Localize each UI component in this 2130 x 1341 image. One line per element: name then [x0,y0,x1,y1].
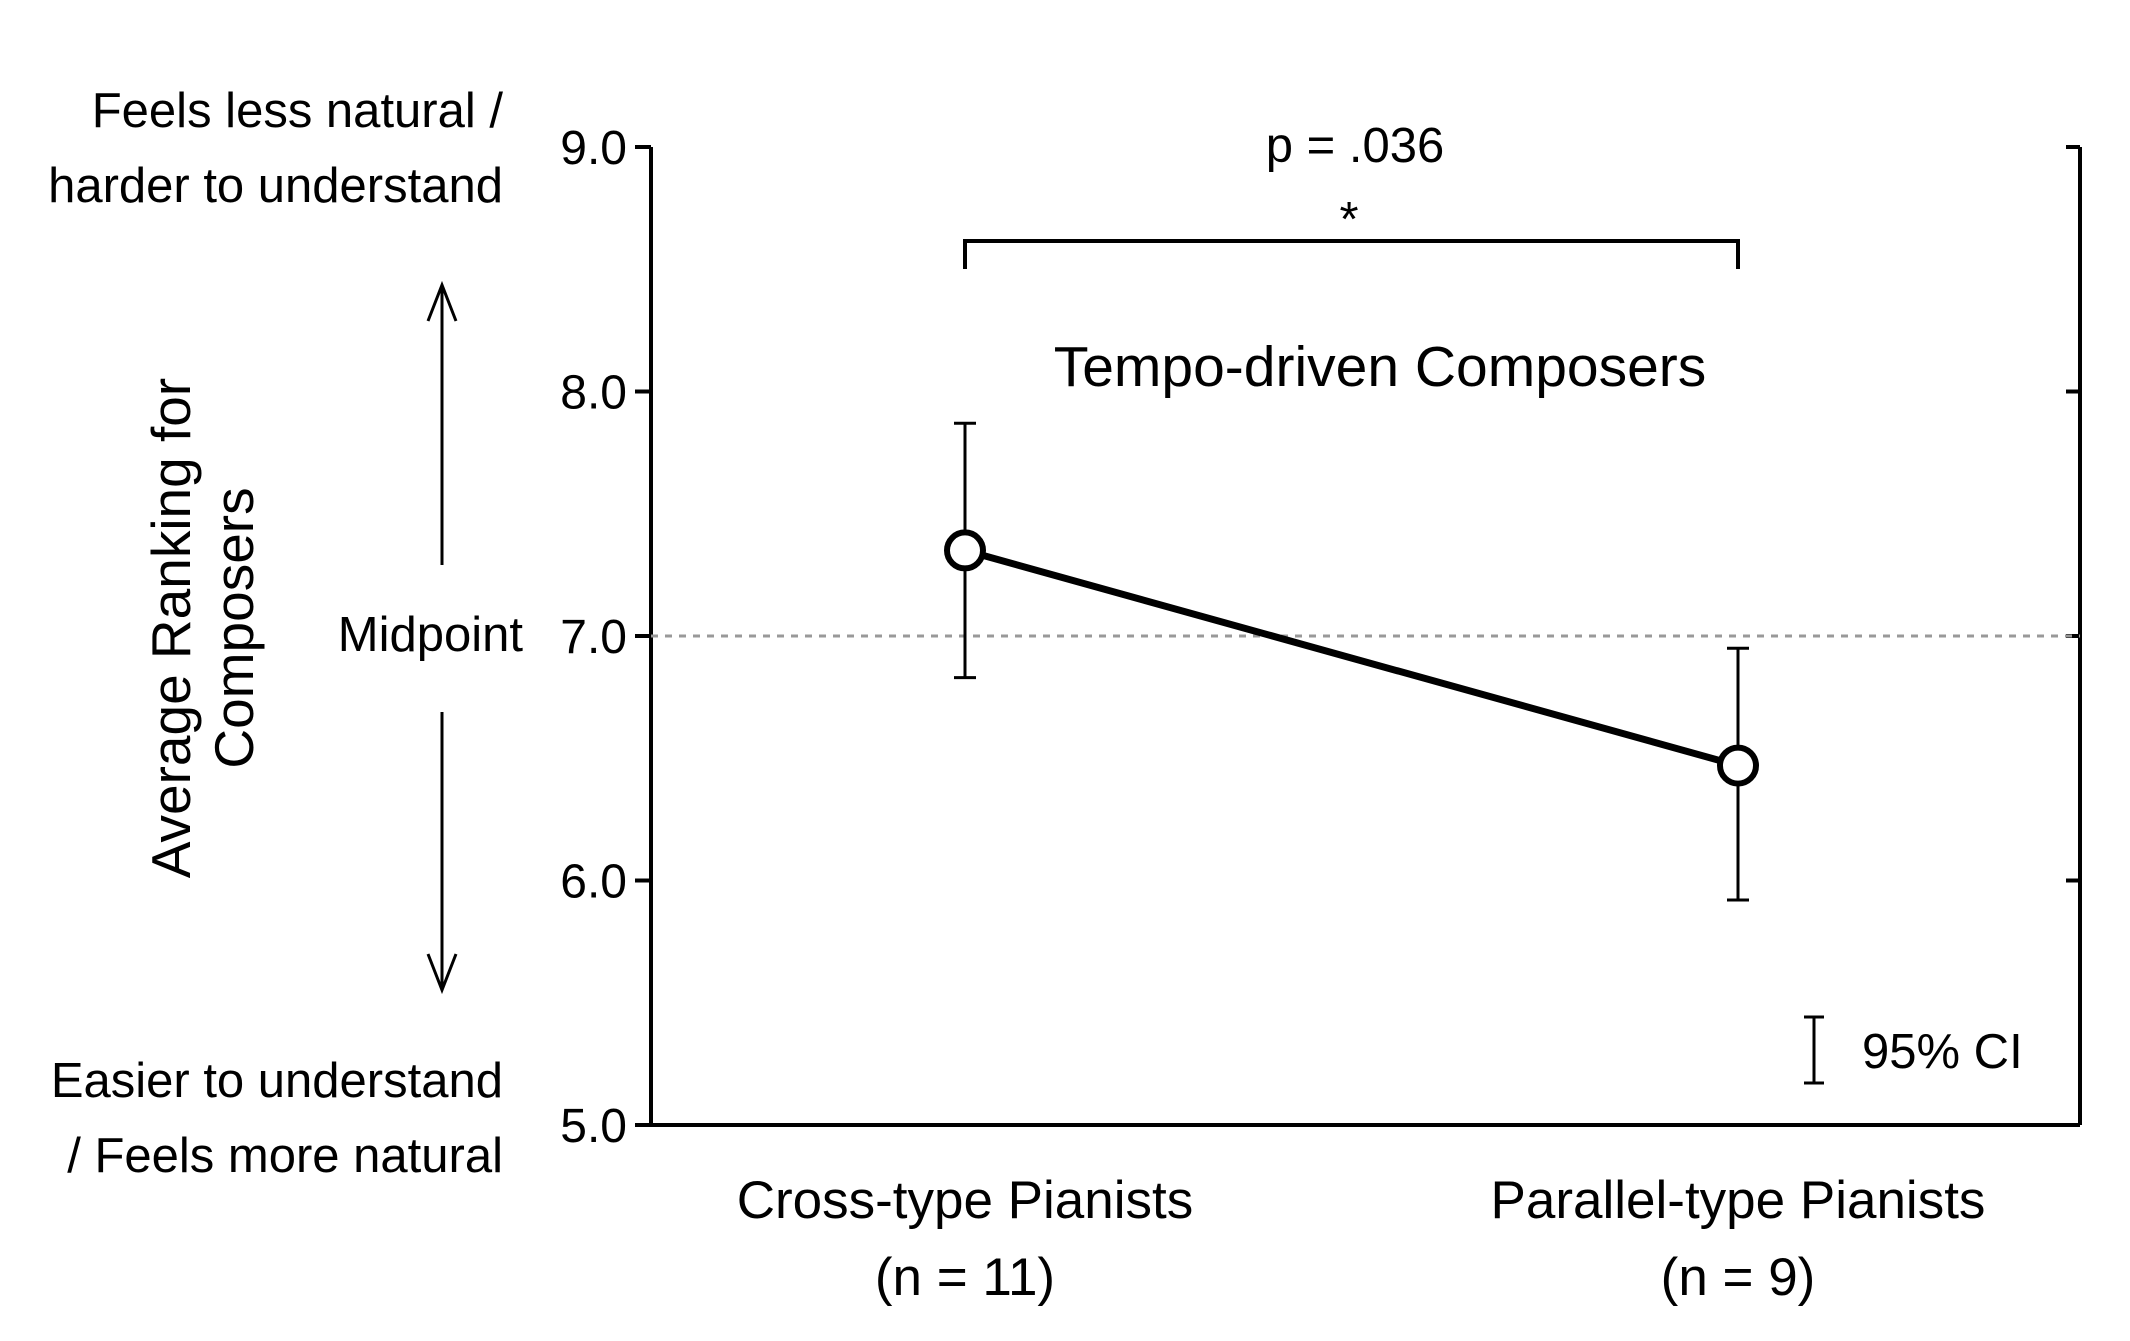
top-note: Feels less natural / harder to understan… [48,84,503,213]
chart-title: Tempo-driven Composers [1054,335,1707,399]
data-point [1717,744,1759,787]
top-note-line-2: harder to understand [48,159,503,213]
legend-label: 95% CI [1862,1025,2023,1079]
y-ticks: 5.0 6.0 7.0 8.0 9.0 [560,122,651,1153]
legend: 95% CI [1804,1015,2023,1085]
y-axis-label: Average Ranking for Composers [140,378,265,878]
midpoint-label: Midpoint [338,608,524,662]
x-axis-labels: Cross-type Pianists (n = 11) Parallel-type… [737,1171,1986,1307]
series-line [961,546,1742,770]
y-tick-label: 9.0 [560,122,627,175]
bottom-note-line-1: Easier to understand [51,1054,503,1108]
bottom-note-line-2: / Feels more natural [67,1129,503,1183]
ci-legend-icon [1804,1015,1824,1085]
bottom-note: Easier to understand / Feels more natura… [51,1054,503,1183]
y-axis-label-line-1: Average Ranking for [140,378,202,878]
x-category-label: Cross-type Pianists [737,1171,1194,1230]
y-axis-label-line-2: Composers [203,487,265,768]
top-note-line-1: Feels less natural / [92,84,504,138]
y-tick-label: 6.0 [560,856,627,909]
p-value-label: p = .036 [1266,119,1444,173]
x-category-label: (n = 11) [875,1248,1055,1307]
data-point [944,529,986,572]
error-bars [954,421,1749,902]
down-arrow-icon [426,712,458,995]
data-points [944,529,1759,787]
significance-bracket: p = .036 * [963,119,1740,269]
y-tick-label: 5.0 [560,1100,627,1153]
y-tick-label: 7.0 [560,611,627,664]
x-category-label: Parallel-type Pianists [1491,1171,1986,1230]
significance-star: * [1339,193,1358,247]
y-tick-label: 8.0 [560,367,627,420]
x-category-label: (n = 9) [1661,1248,1816,1307]
up-arrow-icon [426,280,458,565]
